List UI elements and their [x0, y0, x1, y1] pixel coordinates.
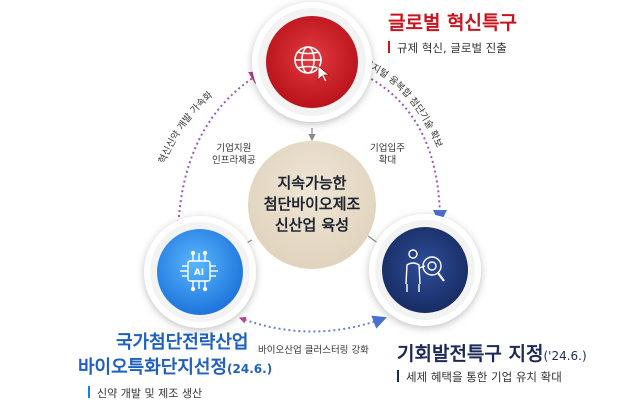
global-subtitle: 규제 혁신, 글로벌 진출 — [397, 41, 507, 55]
arc-label-bottom: 바이오산업 클러스터링 강화 — [258, 345, 369, 356]
national-title-line2-main: 바이오특화단지선정 — [78, 357, 228, 378]
opportunity-title: 기회발전특구 지정('24.6.) — [397, 339, 587, 366]
opportunity-subtitle-row: 세제 혜택을 통한 기업 유치 확대 — [397, 369, 562, 385]
arc-right-connector — [357, 71, 447, 224]
center-line-2: 첨단바이오제조 — [263, 195, 361, 213]
globe-cursor-icon — [294, 46, 331, 83]
opportunity-title-main: 기회발전특구 지정 — [397, 343, 544, 365]
global-subtitle-row: 규제 혁신, 글로벌 진출 — [388, 40, 507, 56]
national-node-circle — [144, 216, 256, 328]
national-title-line1: 국가첨단전략산업 — [116, 332, 249, 353]
opportunity-title-date: ('24.6.) — [543, 349, 587, 363]
arc-left-connector — [177, 70, 264, 233]
inner-label-right-line1: 기업입주 — [370, 143, 405, 154]
inner-label-left-line1: 기업지원 — [216, 143, 252, 154]
opportunity-subtitle-bar — [397, 370, 399, 382]
national-title-date: (24.6.) — [227, 362, 273, 376]
svg-text:AI: AI — [194, 268, 204, 278]
inner-label-right-line2: 확대 — [378, 155, 397, 166]
inner-label-right: 기업입주 확대 — [370, 143, 405, 167]
inner-label-left-line2: 인프라제공 — [212, 155, 256, 166]
arc-label-left: 혁신신약 개발 가속화 — [157, 90, 215, 166]
inner-label-left: 기업지원 인프라제공 — [212, 143, 256, 167]
center-title: 지속가능한 첨단바이오제조 신산업 육성 — [248, 173, 376, 236]
arc-bottom-connector — [239, 315, 387, 333]
center-line-3: 신산업 육성 — [274, 216, 350, 234]
global-node-circle — [252, 2, 372, 122]
ai-chip-icon: AI — [180, 250, 218, 292]
center-circle — [248, 141, 376, 269]
center-line-1: 지속가능한 — [277, 174, 347, 192]
global-subtitle-bar — [388, 41, 390, 53]
person-magnifier-icon — [405, 249, 445, 292]
opportunity-node-circle — [369, 214, 481, 326]
opportunity-subtitle: 세제 혜택을 통한 기업 유치 확대 — [406, 370, 562, 384]
national-subtitle-row: 신약 개발 및 제조 생산 — [88, 385, 202, 401]
national-subtitle: 신약 개발 및 제조 생산 — [97, 387, 203, 400]
national-title: 국가첨단전략산업 바이오특화단지선정(24.6.) — [78, 330, 272, 382]
national-subtitle-bar — [88, 386, 90, 398]
global-title: 글로벌 혁신특구 — [388, 12, 517, 34]
national-title-line2: 바이오특화단지선정(24.6.) — [78, 355, 272, 382]
